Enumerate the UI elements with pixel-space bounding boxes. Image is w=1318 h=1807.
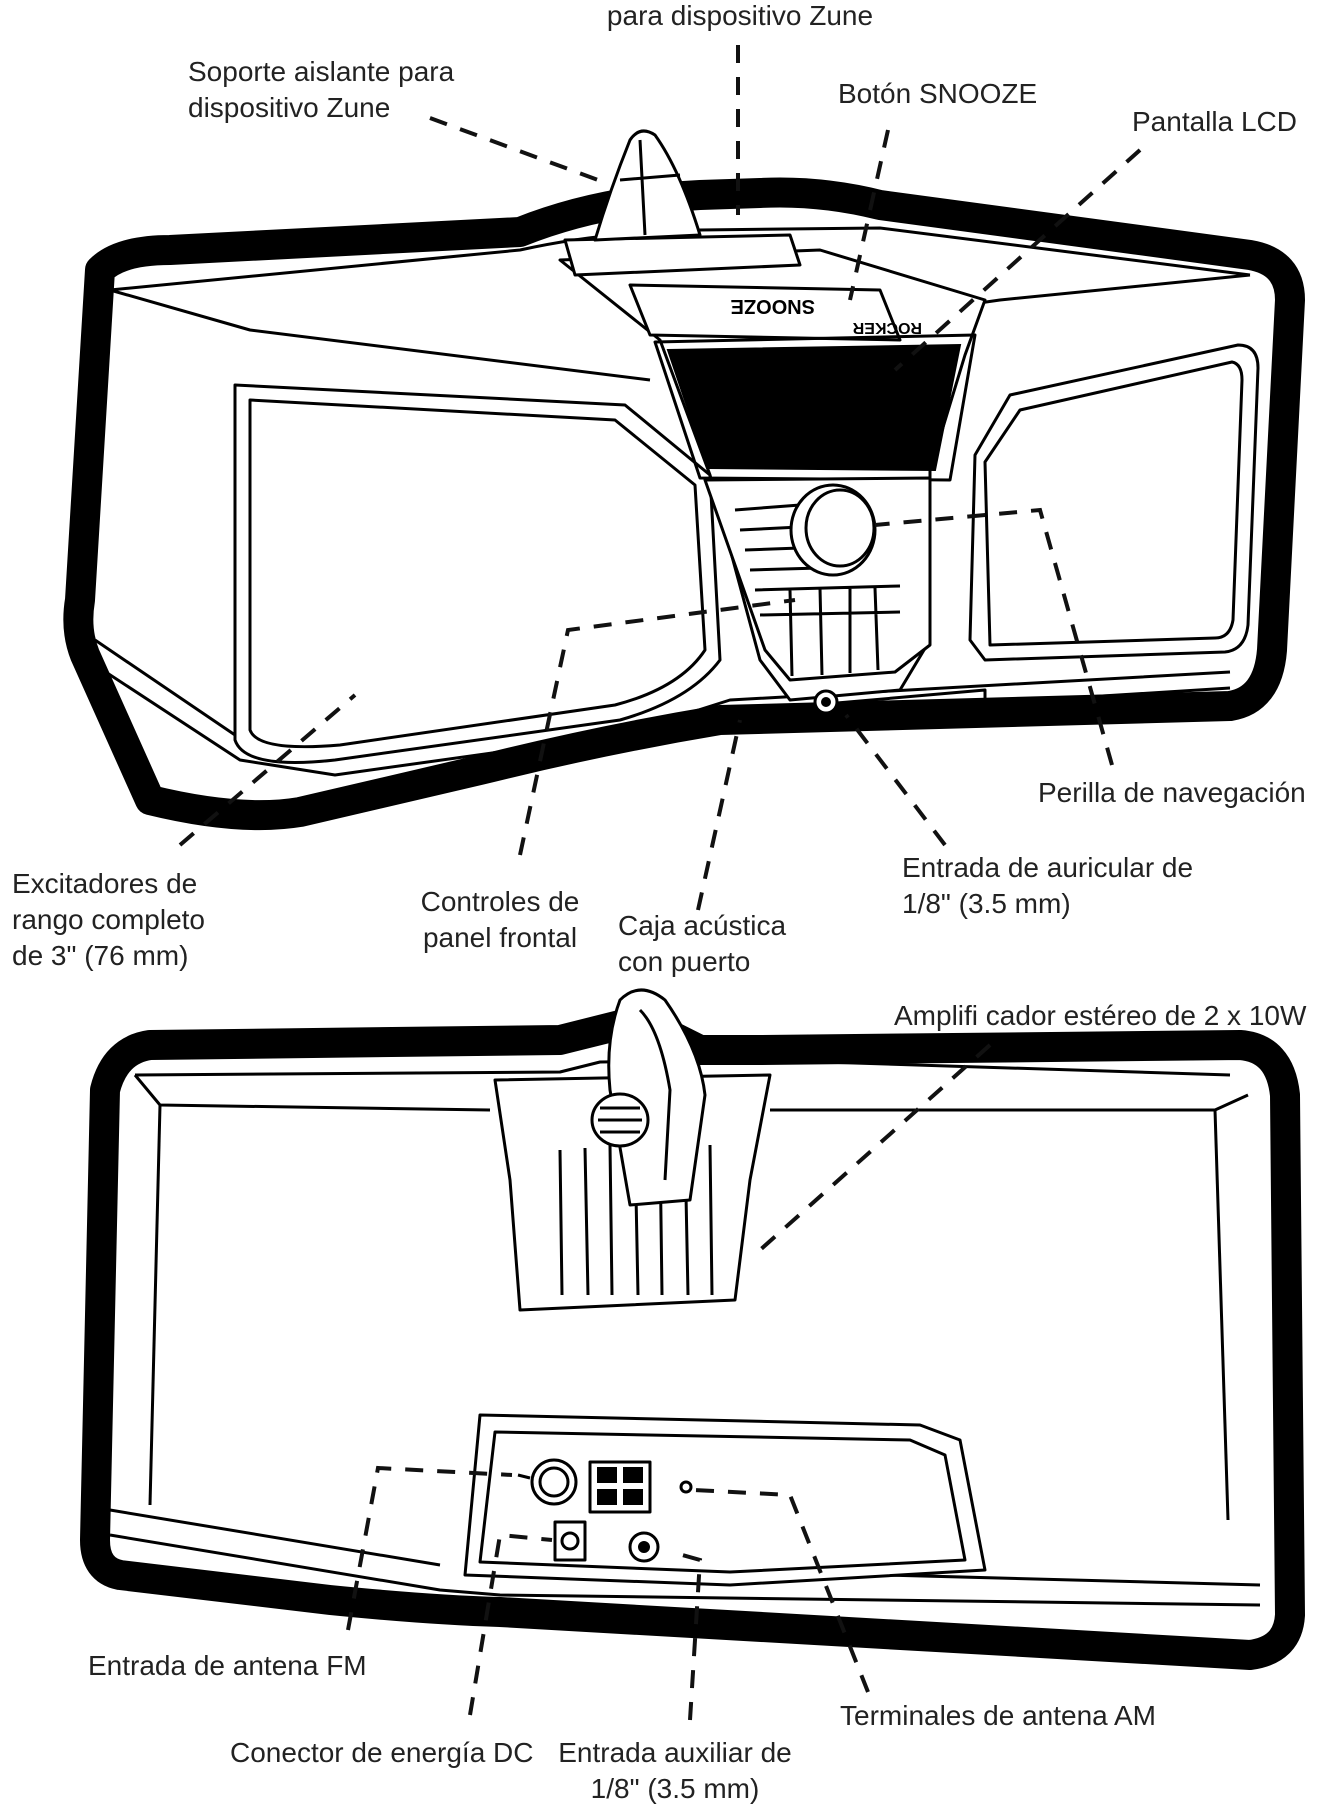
- leader-aux: [671, 1550, 703, 1721]
- label-dock-top: para dispositivo Zune: [606, 0, 874, 31]
- label-aux-input: Entrada auxiliar de 1/8" (3.5 mm): [558, 1737, 792, 1804]
- rear-connector-panel-inner: [478, 1430, 967, 1574]
- rear-knob-grip: [598, 1106, 642, 1134]
- navigation-knob-ring: [804, 488, 876, 568]
- label-ported-box: Caja acústica con puerto: [618, 910, 787, 977]
- cradle-post: [593, 129, 702, 242]
- label-front-controls: Controles de panel frontal: [420, 886, 580, 953]
- snooze-bar: [628, 283, 902, 342]
- brand-text: ROCKER: [852, 319, 922, 336]
- lcd-bezel: [653, 333, 977, 482]
- lcd-screen: [666, 343, 962, 472]
- headphone-jack-hole: [821, 697, 831, 707]
- front-control-buttons: [734, 503, 901, 677]
- label-drivers: Excitadores de rango completo de 3" (76 …: [12, 868, 206, 971]
- rear-body-outline: [80, 1005, 1305, 1670]
- label-snooze: Botón SNOOZE: [838, 78, 1038, 109]
- label-nav-knob: Perilla de navegación: [1038, 777, 1306, 808]
- leader-cradle: [429, 116, 599, 182]
- right-speaker-panel: [968, 343, 1260, 662]
- left-speaker-panel: [233, 383, 722, 764]
- label-fm-antenna: Entrada de antena FM: [88, 1650, 367, 1681]
- label-dc-power: Conector de energía DC: [230, 1737, 534, 1768]
- dc-power-jack-icon: [553, 1520, 587, 1562]
- leader-front-controls: [518, 598, 796, 856]
- fm-antenna-socket-icon: [530, 1458, 578, 1506]
- dc-power-jack-ring: [560, 1531, 580, 1551]
- rear-handle: [607, 988, 707, 1207]
- label-lcd: Pantalla LCD: [1132, 106, 1297, 137]
- leader-am: [693, 1488, 870, 1693]
- rear-side-line-right: [1213, 1109, 1230, 1521]
- am-terminal-2: [623, 1467, 643, 1483]
- leader-nav-knob: [874, 507, 1114, 766]
- leader-lines: [178, 45, 1142, 1721]
- snooze-key-text: SNOOZE: [731, 295, 815, 317]
- am-terminal-3: [597, 1489, 617, 1505]
- front-view: SNOOZE ROCKER: [63, 129, 1305, 831]
- am-screw-icon: [679, 1480, 693, 1494]
- rear-side-line-left: [148, 1104, 162, 1506]
- leader-headphone: [844, 713, 947, 847]
- dock-tray: [563, 233, 802, 277]
- fm-antenna-stub: [517, 1473, 531, 1480]
- leader-snooze: [848, 129, 890, 301]
- rear-handle-inner: [638, 1008, 672, 1181]
- rear-view: [80, 988, 1305, 1670]
- rear-connector-panel: [463, 1413, 987, 1587]
- leader-amplifier: [758, 1043, 992, 1252]
- leader-ported-box: [696, 719, 742, 911]
- label-amplifier: Amplifi cador estéreo de 2 x 10W: [894, 1000, 1307, 1031]
- leader-fm: [346, 1465, 513, 1631]
- am-terminal-1: [597, 1467, 617, 1483]
- right-speaker-inner: [983, 360, 1244, 647]
- front-port-slot: [698, 688, 987, 732]
- leader-lcd: [893, 148, 1142, 372]
- leader-drivers: [178, 693, 357, 847]
- label-am-antenna: Terminales de antena AM: [840, 1700, 1156, 1731]
- label-headphone: Entrada de auricular de 1/8" (3.5 mm): [902, 852, 1194, 919]
- left-speaker-inner: [248, 398, 707, 749]
- label-cradle: Soporte aislante para dispositivo Zune: [188, 56, 455, 123]
- aux-input-jack-hole: [638, 1541, 650, 1553]
- fm-antenna-socket-ring: [538, 1466, 570, 1498]
- cradle-post-edge: [619, 139, 681, 236]
- am-terminal-4: [623, 1489, 643, 1505]
- heatsink-fins: [558, 1144, 714, 1296]
